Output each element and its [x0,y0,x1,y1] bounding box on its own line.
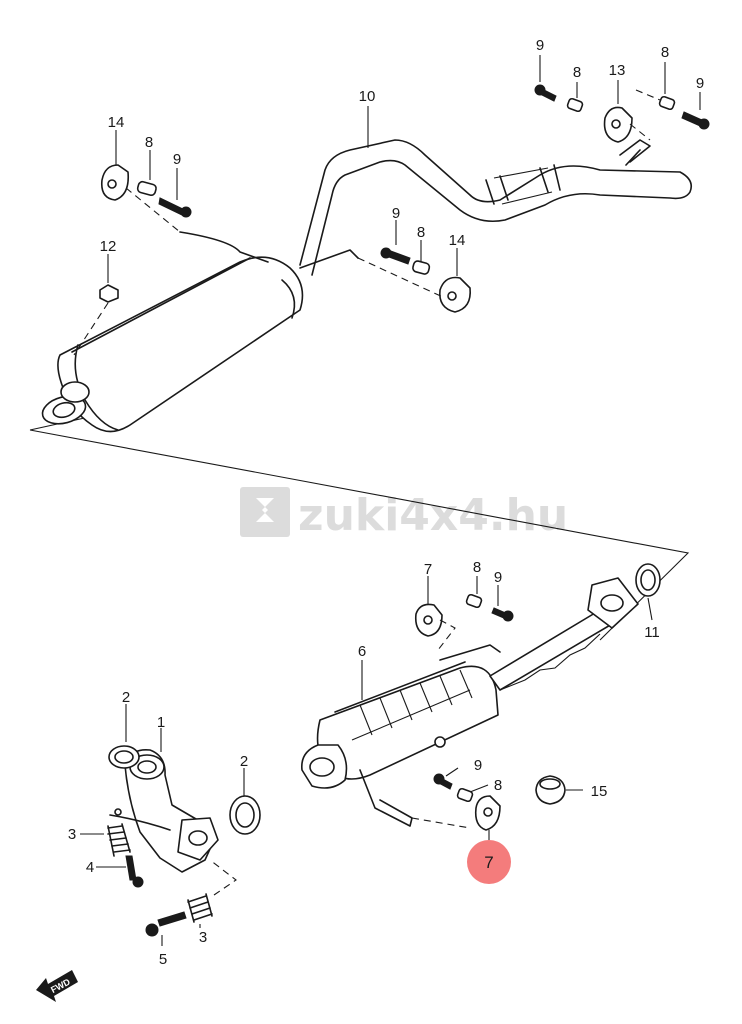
callout-9[interactable]: 9 [392,205,400,222]
gasket-2-left[interactable] [108,745,140,769]
callout-2[interactable]: 2 [122,689,130,706]
callout-11[interactable]: 11 [644,624,660,641]
hanger-rubber-14-right[interactable] [357,247,472,313]
callout-9[interactable]: 9 [536,37,544,54]
callout-10[interactable]: 10 [359,88,376,105]
rear-muffler[interactable] [39,231,359,433]
bolt-5[interactable] [145,859,237,937]
hanger-7-upper[interactable] [414,593,514,651]
callout-8[interactable]: 8 [417,224,425,241]
callout-9[interactable]: 9 [173,151,181,168]
callout-labels: 9 8 13 8 9 10 14 8 9 12 9 8 14 7 8 9 11 … [68,37,704,968]
callout-15[interactable]: 15 [591,783,608,800]
gasket-11[interactable] [635,563,661,621]
callout-8[interactable]: 8 [145,134,153,151]
front-exhaust-pipe[interactable] [439,577,639,691]
hanger-bracket-13[interactable] [534,84,710,143]
callout-7[interactable]: 7 [424,561,432,578]
callout-9[interactable]: 9 [696,75,704,92]
tail-pipe-part-10[interactable] [299,139,693,276]
callout-6[interactable]: 6 [358,643,366,660]
watermark: zuki4x4.hu [240,487,568,541]
hanger-rubber-14-left[interactable] [100,164,192,233]
spring-3-upper[interactable] [107,823,131,857]
callout-3[interactable]: 3 [199,929,207,946]
callout-8[interactable]: 8 [473,559,481,576]
spring-3-lower[interactable] [187,893,213,923]
watermark-text: zuki4x4.hu [298,490,568,541]
hanger-7-lower[interactable] [411,773,501,840]
callout-8[interactable]: 8 [661,44,669,61]
callout-8[interactable]: 8 [494,777,502,794]
highlight-circle[interactable] [467,840,511,884]
nut-12[interactable] [73,284,119,356]
bolt-4[interactable] [125,855,144,888]
callout-9[interactable]: 9 [494,569,502,586]
grommet-15[interactable] [535,775,583,805]
callout-1[interactable]: 1 [157,714,165,731]
callout-12[interactable]: 12 [100,238,117,255]
callout-13[interactable]: 13 [609,62,626,79]
gasket-2-right[interactable] [229,795,261,835]
callout-3[interactable]: 3 [68,826,76,843]
callout-14[interactable]: 14 [449,232,466,249]
callout-8[interactable]: 8 [573,64,581,81]
callout-4[interactable]: 4 [86,859,94,876]
callout-9[interactable]: 9 [474,757,482,774]
callout-5[interactable]: 5 [159,951,167,968]
leader-lines [80,55,701,946]
callout-2[interactable]: 2 [240,753,248,770]
fwd-arrow-icon: FWD [36,970,78,1002]
highlight-label: 7 [484,853,493,872]
catalytic-converter-part-6[interactable] [301,661,499,827]
callout-14[interactable]: 14 [108,114,125,131]
